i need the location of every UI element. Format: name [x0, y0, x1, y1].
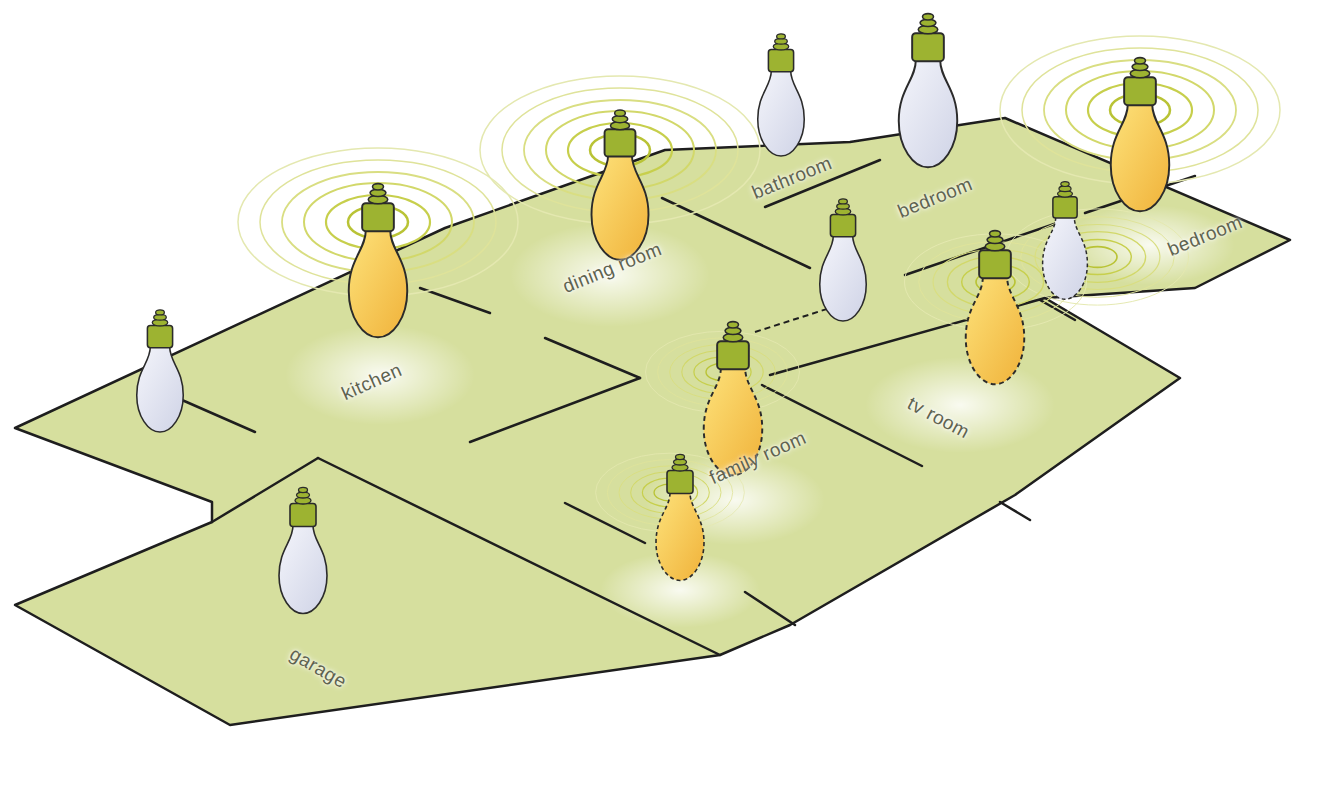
bulb-lit: [1111, 58, 1170, 212]
interior-walls: [182, 160, 1195, 655]
light-bulbs: [137, 14, 1170, 614]
room-label: bathroom: [749, 152, 835, 204]
wall: [745, 592, 795, 625]
light-glows: [285, 205, 1235, 628]
wall: [420, 288, 490, 313]
wall: [545, 338, 640, 378]
bulb-off: [758, 34, 805, 156]
light-rings: [1007, 209, 1189, 305]
room-label: kitchen: [338, 359, 405, 405]
bulb-lit-dashed: [656, 454, 704, 580]
room-label: tv room: [903, 393, 972, 444]
room-label: dining room: [559, 238, 664, 298]
bulb-off: [820, 199, 867, 321]
wall: [182, 400, 255, 432]
bulb-off: [899, 14, 958, 168]
room-label: family room: [706, 427, 810, 489]
room-label: bedroom: [1164, 211, 1245, 261]
wall: [565, 503, 645, 543]
wall: [662, 198, 810, 268]
bulb-off-dashed: [1043, 182, 1088, 300]
bulb-off: [279, 487, 327, 613]
room-label: bedroom: [894, 173, 975, 223]
wall: [470, 378, 640, 442]
bulb-off: [137, 310, 184, 432]
room-label: garage: [286, 643, 351, 693]
floor-glow: [285, 325, 475, 425]
bulb-lit: [592, 110, 649, 260]
wall: [1000, 502, 1030, 520]
floor-glow: [865, 357, 1055, 453]
bulb-lit: [349, 184, 408, 338]
bulb-lit-dashed: [966, 231, 1025, 385]
